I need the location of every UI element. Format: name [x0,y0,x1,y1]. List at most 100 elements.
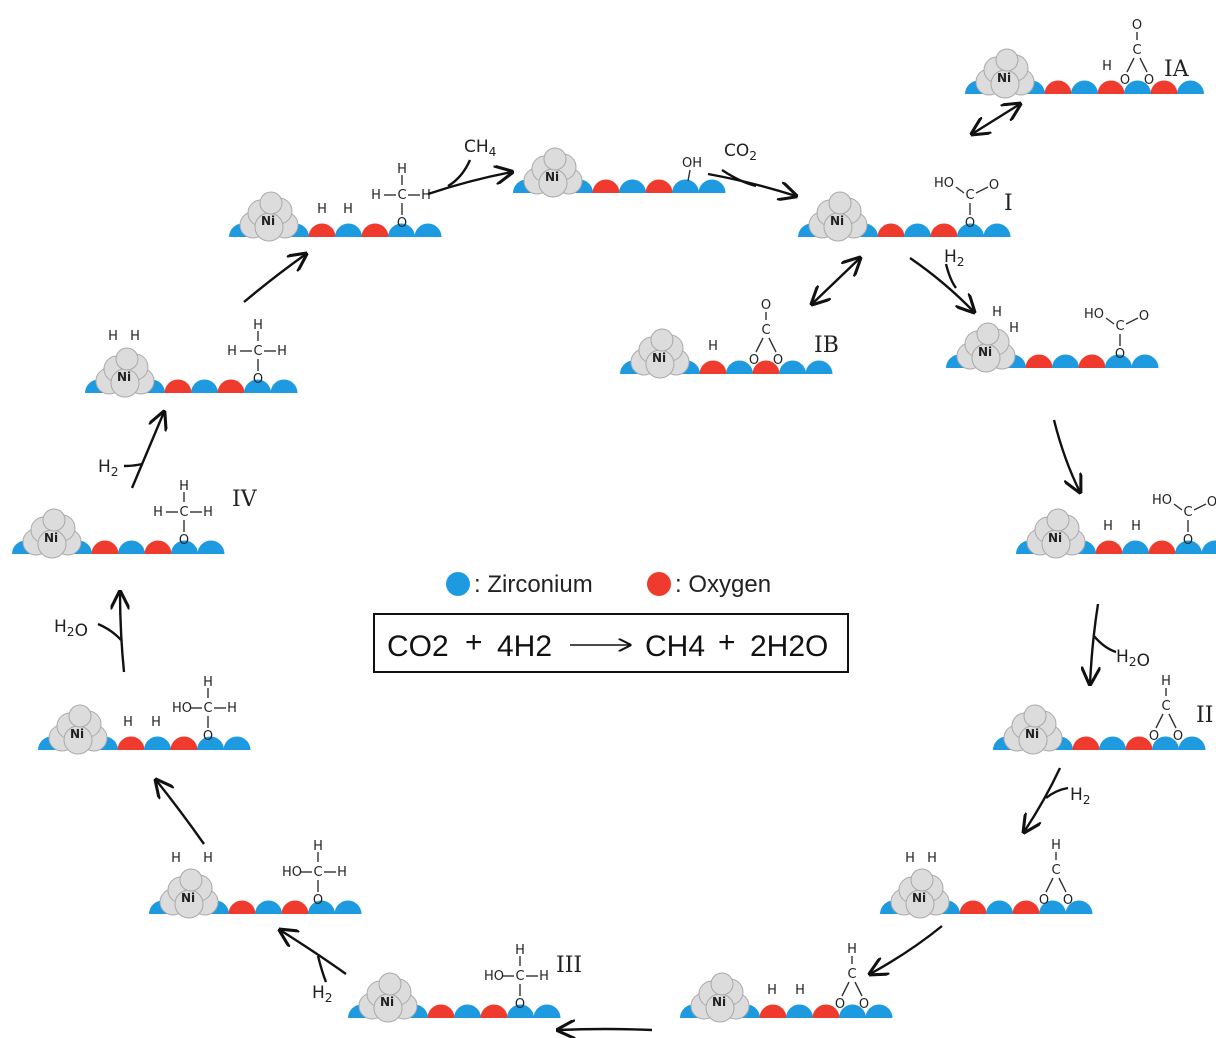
zirconium-atom [805,360,833,374]
adsorbed-h-19: H [795,983,805,998]
oxygen-atom [1125,736,1153,750]
zirconium-atom [1178,736,1206,750]
zirconium-atom [1122,540,1149,554]
bond [854,981,863,997]
zirconium-atom [454,1004,481,1018]
zirconium-atom [507,1004,534,1018]
arrow-i-ia [972,104,1020,134]
methoxy-left-6: HO [484,969,504,984]
adsorbed-h-6: H [992,305,1002,320]
bicarbonate-o-3: O [1115,347,1125,362]
bicarbonate-o-4: O [1183,533,1193,548]
oxygen-atom [1150,80,1178,94]
methoxy-left-5: HO [282,865,302,880]
arrow-up-left-2 [243,254,306,303]
bond [1173,503,1183,511]
bicarbonate-o-2: O [965,216,975,231]
species-h2-2: H2 [1070,785,1091,807]
bidentate-o-left-3: O [1149,729,1159,744]
bond [687,169,691,182]
arrow-co2-adsorption [707,172,796,196]
bond [1168,713,1177,729]
adsorbed-h-5: H [708,339,718,354]
zirconium-atom [957,223,984,237]
bicarbonate-c-3: C [1115,319,1124,334]
nickel-label: Ni [1048,531,1062,545]
methoxy-h-top-1: H [397,162,407,177]
equation-plus-2: + [718,626,736,659]
oxygen-atom [480,1004,508,1018]
zirconium-atom [118,540,145,554]
nickel-cluster: Ni [808,191,868,242]
bond [1125,317,1139,325]
species-h2o-1: H2O [1116,647,1150,671]
oxygen-atom [1095,540,1123,554]
methoxy-o-6: O [515,997,525,1012]
bidentate-o-right-4: O [1063,893,1073,908]
arrow-water-release-2 [120,592,124,673]
oxygen-atom [1097,80,1125,94]
branch-h2o-out-2 [97,622,122,641]
adsorbed-h-8: H [108,329,118,344]
oxygen-atom [1072,736,1100,750]
zirconium-atom [1152,736,1179,750]
zirconium-atom [197,540,225,554]
catalyst-surface-9: Ni [1016,508,1216,559]
adsorbed-h-14: H [171,851,181,866]
zirconium-atom [533,1004,561,1018]
adsorbed-h-11: H [1131,519,1141,534]
catalyst-surface-11: Ni [993,704,1206,755]
methoxy-o-5: O [313,893,323,908]
nickel-label: Ni [830,214,844,228]
stage-label-iii: III [556,953,582,978]
adsorbed-h-3: H [317,202,327,217]
methoxy-o-4: O [203,729,213,744]
zirconium-atom [986,900,1013,914]
zirconium-atom [865,1004,893,1018]
methoxy-left-1: H [371,188,381,203]
zirconium-atom [1131,354,1159,368]
oxygen-atom [117,736,145,750]
zirconium-atom [672,179,699,193]
nickel-cluster: Ni [956,322,1016,373]
nickel-atom [995,48,1019,72]
stage-label-i: I [1004,191,1013,216]
methoxy-h-right-1: H [421,188,431,203]
nickel-cluster: Ni [22,508,82,559]
bidentate-top-2: O [761,298,771,313]
zirconium-atom [1099,736,1126,750]
bidentate-o-right-2: O [773,353,783,368]
bidentate-o-left-1: O [1120,73,1130,88]
species-h2-4: H2 [98,457,119,479]
arrow-bottom-to-iii [558,1029,653,1030]
methoxy-h-top-3: H [179,479,189,494]
methoxy-left-3: H [153,505,163,520]
adsorbed-h-18: H [767,983,777,998]
nickel-label: Ni [712,995,726,1009]
methoxy-h-top-4: H [203,675,213,690]
adsorbed-h-7: H [1009,321,1019,336]
nickel-atom [910,868,934,892]
zirconium-atom [1124,80,1151,94]
branch-h2o-out-1 [1093,635,1117,654]
methoxy-o-2: O [253,372,263,387]
methoxy-c-4: C [203,701,212,716]
methoxy-o-3: O [179,533,189,548]
bidentate-c-1: C [1132,43,1141,58]
adsorbed-h-15: H [203,851,213,866]
oxygen-atom [427,1004,455,1018]
catalyst-surface-6: Ni [620,328,833,379]
zirconium-atom [1177,80,1204,94]
zirconium-atom [191,379,218,393]
species-h2o-2: H2O [54,617,88,641]
bidentate-top-3: H [1161,674,1171,689]
zirconium-atom [839,1004,866,1018]
zirconium-atom [983,223,1011,237]
zirconium-atom [779,360,806,374]
oxygen-atom [812,1004,840,1018]
zirconium-atom [414,223,442,237]
branch-h2-in-3 [316,955,328,983]
legend-oxygen-swatch [647,572,671,596]
zirconium-atom [223,736,251,750]
